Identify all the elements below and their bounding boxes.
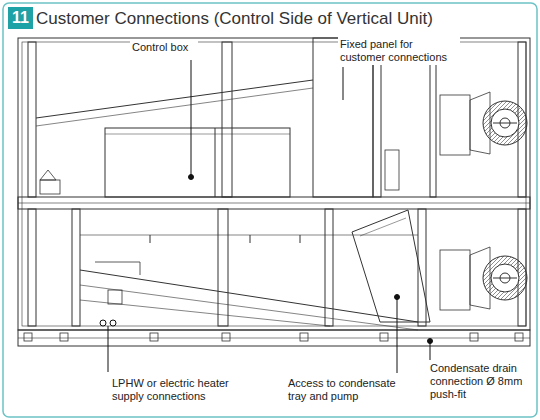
figure-frame — [3, 3, 537, 417]
callout-label: Control box — [130, 40, 198, 55]
control-box — [105, 128, 290, 197]
base-feet — [24, 333, 523, 341]
lower-fan — [440, 247, 527, 310]
callout-label: Access to condensate tray and pump — [286, 376, 414, 404]
unit-casing — [18, 38, 530, 346]
figure-title: Customer Connections (Control Side of Ve… — [36, 9, 433, 29]
callout-label: Fixed panel for customer connections — [338, 37, 460, 65]
lower-internals — [80, 210, 430, 330]
callout-label: LPHW or electric heater supply connectio… — [110, 376, 254, 404]
callout-label: Condensate drain connection Ø 8mm push-f… — [428, 361, 536, 402]
badge-number: 11 — [12, 9, 29, 27]
section-badge: 11 — [8, 7, 33, 29]
leader-lines — [100, 60, 433, 373]
upper-internals — [36, 60, 430, 197]
upper-fan — [440, 92, 527, 155]
coil — [352, 210, 430, 322]
